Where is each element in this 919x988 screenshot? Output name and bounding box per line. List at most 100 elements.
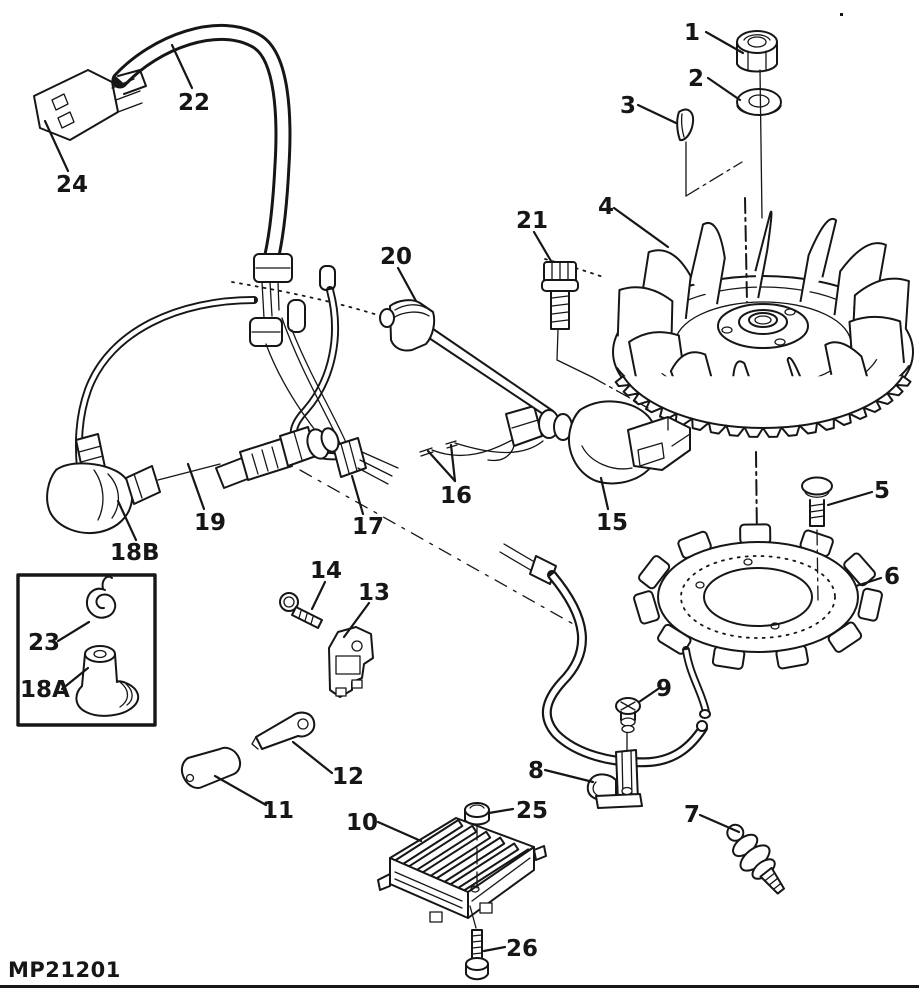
- callout-9: 9: [656, 676, 672, 702]
- insulator-sleeve: [180, 746, 242, 789]
- interlock-switch: [328, 626, 374, 698]
- callout-7: 7: [684, 802, 700, 828]
- callout-12: 12: [332, 764, 364, 790]
- leader-line-22: [170, 43, 194, 90]
- flywheel: [612, 210, 914, 438]
- hex-nut: [736, 30, 778, 73]
- wire-clamp: [332, 437, 399, 485]
- callout-25: 25: [516, 798, 548, 824]
- mount-bolt: [465, 905, 489, 981]
- woodruff-key: [676, 108, 743, 197]
- dotted-reference-arc: [231, 281, 385, 318]
- fan-blade: [754, 210, 773, 299]
- callout-23: 23: [28, 630, 60, 656]
- lead-wires: [419, 405, 544, 462]
- leader-line-26: [482, 945, 507, 953]
- callout-18B: 18B: [110, 540, 160, 566]
- leader-line-3: [636, 103, 678, 125]
- wire-loom-tube: [499, 543, 708, 768]
- leader-line-16: [426, 449, 457, 483]
- callout-1: 1: [684, 20, 700, 46]
- plug-cap: [75, 645, 140, 717]
- callout-20: 20: [380, 244, 412, 270]
- leader-line-1: [704, 30, 745, 55]
- stator-pole: [633, 590, 660, 625]
- spark-plug: [215, 426, 340, 489]
- callout-6: 6: [884, 564, 900, 590]
- callout-16: 16: [440, 483, 472, 509]
- callout-15: 15: [596, 510, 628, 536]
- callout-3: 3: [620, 93, 636, 119]
- spark-plug-lead: [74, 296, 258, 472]
- ignition-coil: [538, 400, 691, 485]
- cable-clamp: [586, 749, 643, 809]
- stator-pole: [739, 523, 772, 545]
- harness-cable: [111, 23, 292, 264]
- leader-line-20: [396, 266, 418, 303]
- callout-11: 11: [262, 798, 294, 824]
- ring-gear-root: [622, 375, 904, 429]
- leader-line-10: [376, 820, 423, 843]
- leader-line-2: [706, 76, 742, 102]
- wire-a: [431, 439, 513, 457]
- shoulder-bolt: [541, 261, 649, 409]
- stator-pole: [857, 587, 883, 622]
- spark-plug-boot: [46, 433, 221, 534]
- harness-cable-core: [115, 26, 289, 257]
- callout-19: 19: [194, 510, 226, 536]
- stator-pole: [638, 555, 671, 590]
- alignment-dash-line: [299, 469, 576, 626]
- leader-line-12: [291, 740, 334, 775]
- spring-clip: [85, 575, 117, 619]
- leader-line-18B: [116, 499, 138, 542]
- leader-line-18A: [60, 666, 90, 691]
- washer: [736, 88, 782, 116]
- stator: [633, 523, 883, 719]
- leader-line-14: [310, 580, 327, 611]
- callout-10: 10: [346, 810, 378, 836]
- plug-terminal-stud: [157, 463, 221, 481]
- trigger-plate: [379, 299, 554, 419]
- figure-code: MP21201: [8, 958, 121, 982]
- callout-17: 17: [352, 514, 384, 540]
- leader-line-6: [854, 576, 883, 588]
- regulator-side: [467, 846, 535, 919]
- callout-24: 24: [56, 172, 88, 198]
- fan-blade: [799, 217, 838, 303]
- leader-line-24: [43, 119, 70, 173]
- callout-26: 26: [506, 936, 538, 962]
- leader-line-13: [342, 601, 371, 639]
- flywheel-hub: [717, 303, 809, 349]
- wiring-harness: [33, 23, 351, 472]
- print-dot: [840, 13, 843, 16]
- inset-box: [16, 573, 157, 727]
- switch-screw: [279, 592, 323, 629]
- leader-line-4: [612, 206, 670, 249]
- voltage-regulator: [377, 817, 547, 923]
- fan-blade: [616, 286, 674, 340]
- leader-line-11: [213, 774, 268, 807]
- leader-line-15: [599, 476, 610, 511]
- fan-blade: [628, 331, 685, 381]
- callout-14: 14: [310, 558, 342, 584]
- leader-line-23: [56, 620, 91, 643]
- callout-21: 21: [516, 208, 548, 234]
- callout-8: 8: [528, 758, 544, 784]
- sensor-plug: [726, 823, 786, 895]
- fan-blade: [848, 315, 905, 363]
- leader-line-7: [698, 813, 741, 834]
- leader-line-17: [350, 474, 365, 516]
- callout-22: 22: [178, 90, 210, 116]
- callout-18A: 18A: [20, 677, 70, 703]
- flange-bolt: [801, 476, 833, 601]
- harness-splice-connectors: [249, 253, 336, 347]
- stator-center-hole: [703, 567, 813, 627]
- callout-5: 5: [874, 478, 890, 504]
- callout-4: 4: [598, 194, 614, 220]
- leader-line-16: [449, 443, 457, 483]
- wire-end: [419, 447, 434, 457]
- fan-blade: [689, 222, 726, 305]
- leader-line-8: [543, 768, 595, 784]
